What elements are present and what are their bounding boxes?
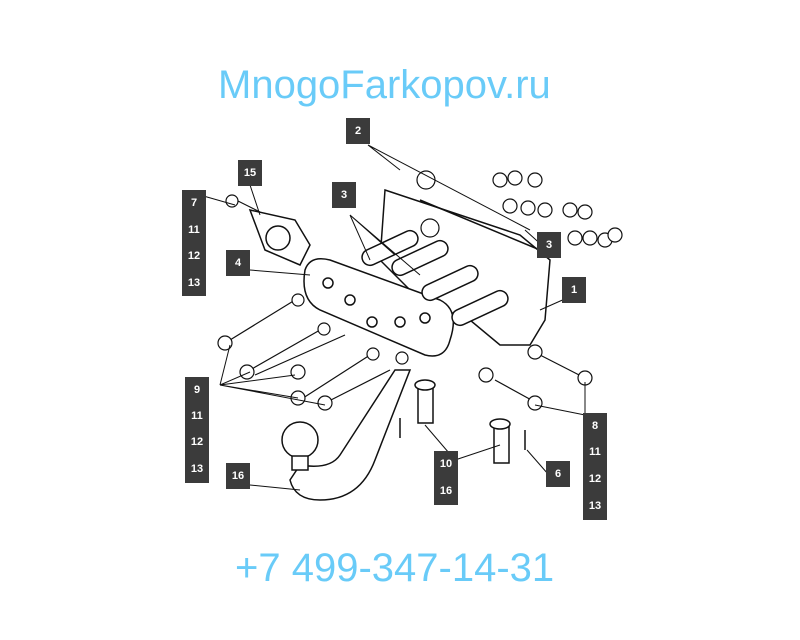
side-plate — [303, 258, 455, 357]
part-label-13: 13 — [182, 270, 206, 296]
part-label-11c: 11 — [583, 439, 607, 465]
part-label-9: 9 — [185, 377, 209, 403]
part-label-13c: 13 — [583, 493, 607, 519]
spacer-tubes — [361, 229, 509, 327]
watermark-phone: +7 499-347-14-31 — [235, 546, 555, 590]
part-label-16: 16 — [226, 463, 250, 489]
part-label-11: 11 — [182, 217, 206, 243]
tow-bar-neck — [289, 369, 412, 501]
part-label-3b: 3 — [537, 232, 561, 258]
bracket-15 — [248, 208, 311, 266]
part-label-15: 15 — [238, 160, 262, 186]
part-label-12: 12 — [182, 243, 206, 269]
bolts-10-6 — [399, 379, 526, 464]
part-label-2: 2 — [346, 118, 370, 144]
tow-ball — [281, 421, 319, 471]
part-label-7: 7 — [182, 190, 206, 216]
part-label-4: 4 — [226, 250, 250, 276]
part-label-16b: 16 — [434, 478, 458, 504]
leader-lines — [199, 144, 586, 491]
part-label-11b: 11 — [185, 403, 209, 429]
part-label-3: 3 — [332, 182, 356, 208]
part-label-10: 10 — [434, 451, 458, 477]
part-label-12c: 12 — [583, 466, 607, 492]
bolts-8 — [478, 344, 593, 411]
part-label-6: 6 — [546, 461, 570, 487]
watermark-site: MnogoFarkopov.ru — [218, 63, 551, 107]
bolts-9 — [217, 299, 391, 411]
part-label-13b: 13 — [185, 456, 209, 482]
part-label-8: 8 — [583, 413, 607, 439]
part-label-1: 1 — [562, 277, 586, 303]
part-label-12b: 12 — [185, 429, 209, 455]
nuts-washers — [225, 170, 623, 365]
